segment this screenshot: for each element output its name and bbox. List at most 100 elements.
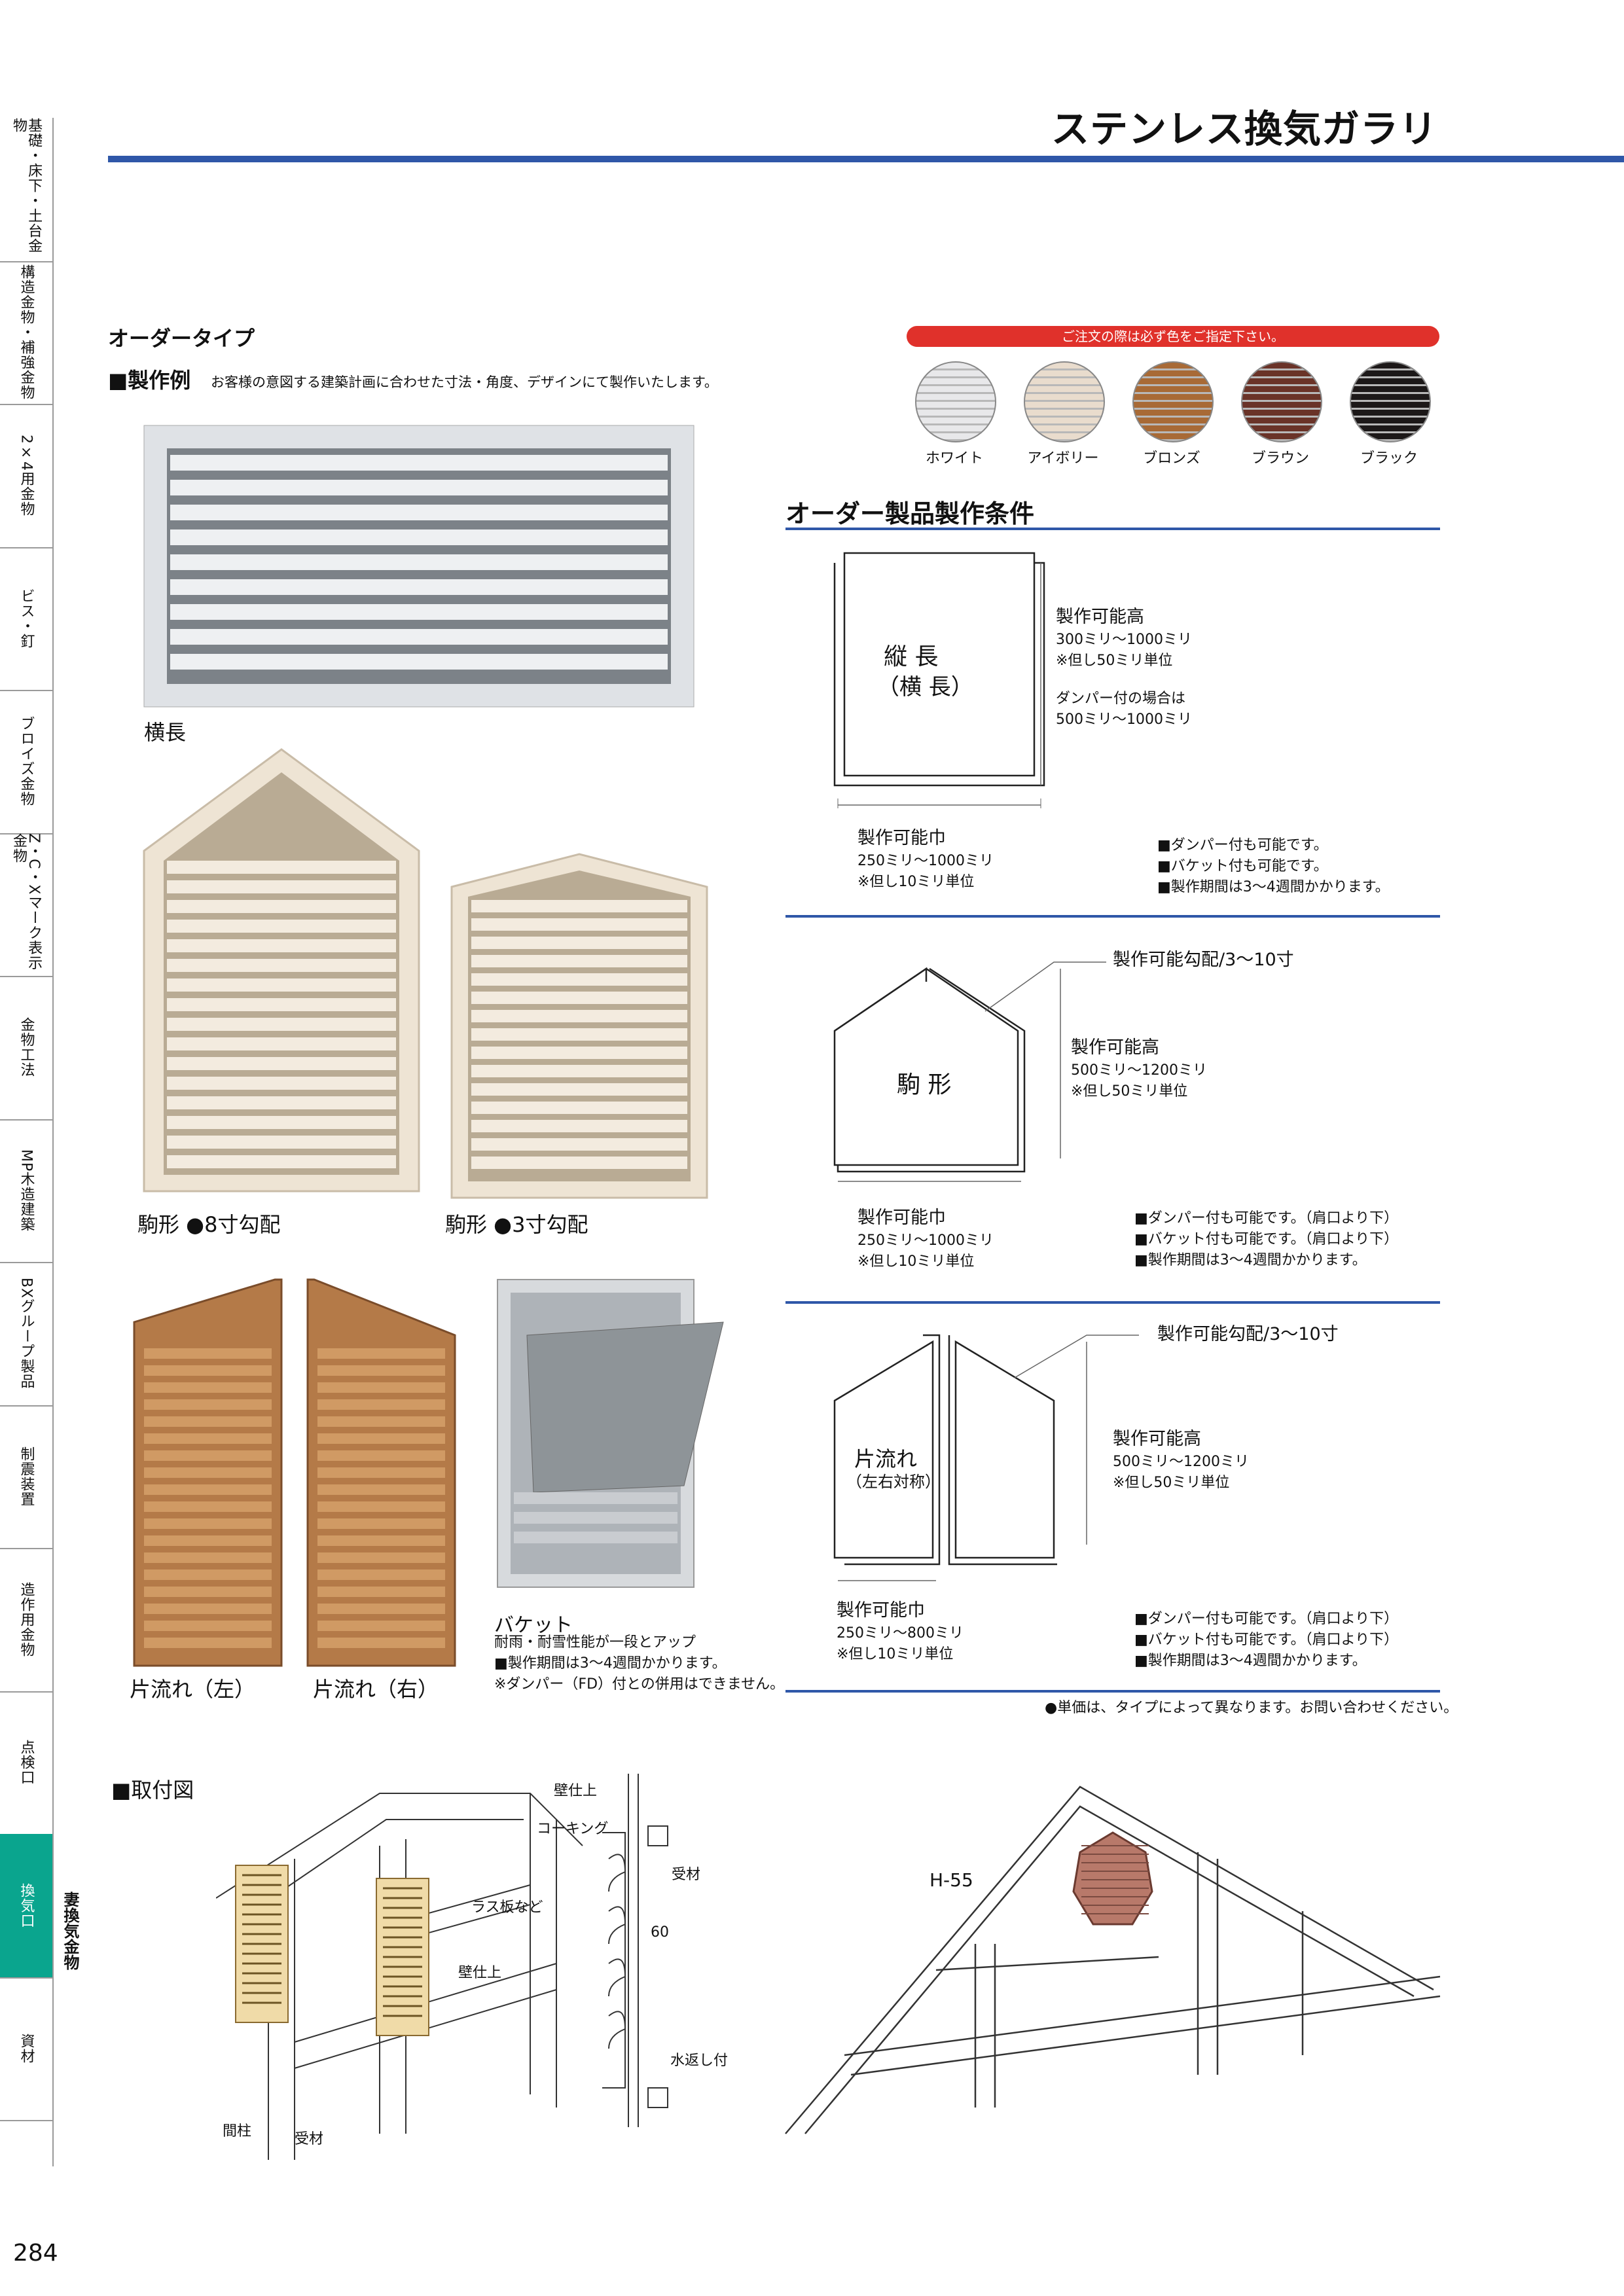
louver-slat: [471, 1083, 687, 1096]
side-tab-7[interactable]: MP木造建築: [0, 1119, 52, 1263]
side-tab-11[interactable]: 点検口: [0, 1691, 52, 1835]
order-type-heading: オーダータイプ: [108, 326, 255, 351]
koma-note-3: ■製作期間は3〜4週間かかります。: [1134, 1252, 1367, 1268]
louver-slat: [167, 880, 396, 893]
side-tab-9[interactable]: 制震装置: [0, 1405, 52, 1549]
louver-slat: [144, 1433, 272, 1444]
side-tab-13[interactable]: 資材: [0, 1977, 52, 2121]
example-heading: ■製作例: [108, 368, 191, 393]
koma3-louver-image: [450, 853, 708, 1199]
tate-height-range: 300ミリ〜1000ミリ: [1056, 632, 1192, 648]
post-label: 間柱: [223, 2123, 252, 2140]
kata-diagram: [833, 1334, 1139, 1581]
model-label: H-55: [929, 1869, 973, 1891]
louver-slat: [471, 937, 687, 949]
tate-label1: 縦 長: [884, 643, 939, 670]
bucket-line1: 耐雨・耐雪性能が一段とアップ: [494, 1634, 696, 1651]
katanagare-louver-image: [133, 1278, 456, 1667]
tate-height-dim: [1040, 563, 1041, 785]
side-tab-label: 構造金物・補強金物: [18, 264, 35, 401]
kata-note-2: ■バケット付も可能です。（肩口より下）: [1134, 1632, 1399, 1648]
louver-slat: [471, 1120, 687, 1132]
side-tab-label: ビス・釘: [18, 588, 35, 649]
side-tab-label: 資材: [18, 2033, 35, 2064]
side-tab-2[interactable]: 2×4用金物: [0, 404, 52, 548]
kata-width-unit: ※但し10ミリ単位: [837, 1646, 954, 1662]
louver-slat: [317, 1604, 445, 1614]
tate-width-title: 製作可能巾: [857, 828, 946, 848]
louver-slat: [144, 1467, 272, 1478]
louver-slat: [167, 1018, 396, 1031]
side-tab-0[interactable]: 基礎・床下・土台金物: [0, 118, 52, 262]
louver-slat: [317, 1484, 445, 1495]
louver-slat: [170, 505, 668, 520]
tate-diagram: [833, 552, 1045, 808]
louver-slat: [170, 654, 668, 670]
tate-height-unit: ※但し50ミリ単位: [1056, 653, 1173, 669]
side-tab-12[interactable]: 換気口: [0, 1834, 52, 1979]
louver-slat: [144, 1365, 272, 1376]
side-tab-8[interactable]: BXグループ製品: [0, 1262, 52, 1407]
louver-slat: [317, 1416, 445, 1427]
louver-slat: [317, 1518, 445, 1529]
kata-note-1: ■ダンパー付も可能です。（肩口より下）: [1134, 1611, 1399, 1627]
side-tab-label: 金物工法: [18, 1017, 35, 1078]
louver-slat: [471, 1010, 687, 1022]
louver-slat: [144, 1348, 272, 1359]
koma-slope: 製作可能勾配/3〜10寸: [1113, 950, 1294, 970]
louver-slat: [144, 1416, 272, 1427]
tate-note-3: ■製作期間は3〜4週間かかります。: [1157, 879, 1390, 895]
louver-slat: [144, 1621, 272, 1631]
koma-note-2: ■バケット付も可能です。（肩口より下）: [1134, 1231, 1399, 1247]
side-tab-5[interactable]: Z・C・Xマーク表示金物: [0, 833, 52, 977]
color-chip-0: [915, 361, 996, 442]
kata-height-range: 500ミリ〜1200ミリ: [1113, 1454, 1249, 1470]
caption-kata-right: 片流れ（右）: [313, 1677, 439, 1702]
page-title: ステンレス換気ガラリ: [1051, 107, 1437, 151]
ukezai-label-1: 受材: [295, 2131, 324, 2147]
bucket-line2: ■製作期間は3〜4週間かかります。: [494, 1655, 727, 1672]
louver-slat: [317, 1382, 445, 1393]
kata-label2: （左右対称）: [846, 1473, 941, 1491]
louver-slat: [167, 1077, 396, 1090]
side-sub-label: 妻換気金物: [61, 1892, 79, 1970]
louver-slat: [167, 1136, 396, 1149]
ukezai-label-2: 受材: [672, 1867, 701, 1883]
louver-slat: [167, 978, 396, 992]
louver-slat: [144, 1484, 272, 1495]
louver-slat: [144, 1382, 272, 1393]
louver-slat: [471, 918, 687, 931]
louver-slat: [471, 973, 687, 986]
louver-slat: [170, 529, 668, 545]
louver-slat: [317, 1535, 445, 1546]
caption-kata-left: 片流れ（左）: [130, 1677, 256, 1702]
koma-note-1: ■ダンパー付も可能です。（肩口より下）: [1134, 1210, 1399, 1227]
louver-slat: [317, 1552, 445, 1563]
color-chip-4: [1350, 361, 1431, 442]
side-tab-4[interactable]: ブロイズ金物: [0, 690, 52, 834]
install-heading: ■取付図: [111, 1778, 194, 1803]
tate-notes: ■ダンパー付も可能です。 ■バケット付も可能です。 ■製作期間は3〜4週間かかり…: [1157, 835, 1390, 898]
side-tab-10[interactable]: 造作用金物: [0, 1548, 52, 1693]
louver-slat: [167, 920, 396, 933]
side-tab-6[interactable]: 金物工法: [0, 976, 52, 1121]
side-tab-1[interactable]: 構造金物・補強金物: [0, 261, 52, 405]
side-tab-label: 制震装置: [18, 1446, 35, 1507]
louver-slat: [317, 1501, 445, 1512]
side-tab-3[interactable]: ビス・釘: [0, 547, 52, 691]
color-chip-name: ブロンズ: [1143, 450, 1200, 467]
louver-slat: [471, 992, 687, 1004]
page-number: 284: [13, 2240, 58, 2267]
louver-slat: [144, 1587, 272, 1597]
kata-rule: [785, 1690, 1440, 1693]
louver-slat: [317, 1365, 445, 1376]
wall-label-2: 壁仕上: [554, 1783, 598, 1799]
example-desc: お客様の意図する建築計画に合わせた寸法・角度、デザインにて製作いたします。: [211, 374, 718, 390]
koma-width-title: 製作可能巾: [857, 1208, 946, 1228]
louver-slat: [167, 1037, 396, 1050]
louver-slat: [144, 1604, 272, 1614]
koma-width-unit: ※但し10ミリ単位: [857, 1253, 975, 1270]
louver-slat: [317, 1348, 445, 1359]
louver-slat: [170, 480, 668, 495]
yokonaga-louver-image: [143, 425, 695, 708]
